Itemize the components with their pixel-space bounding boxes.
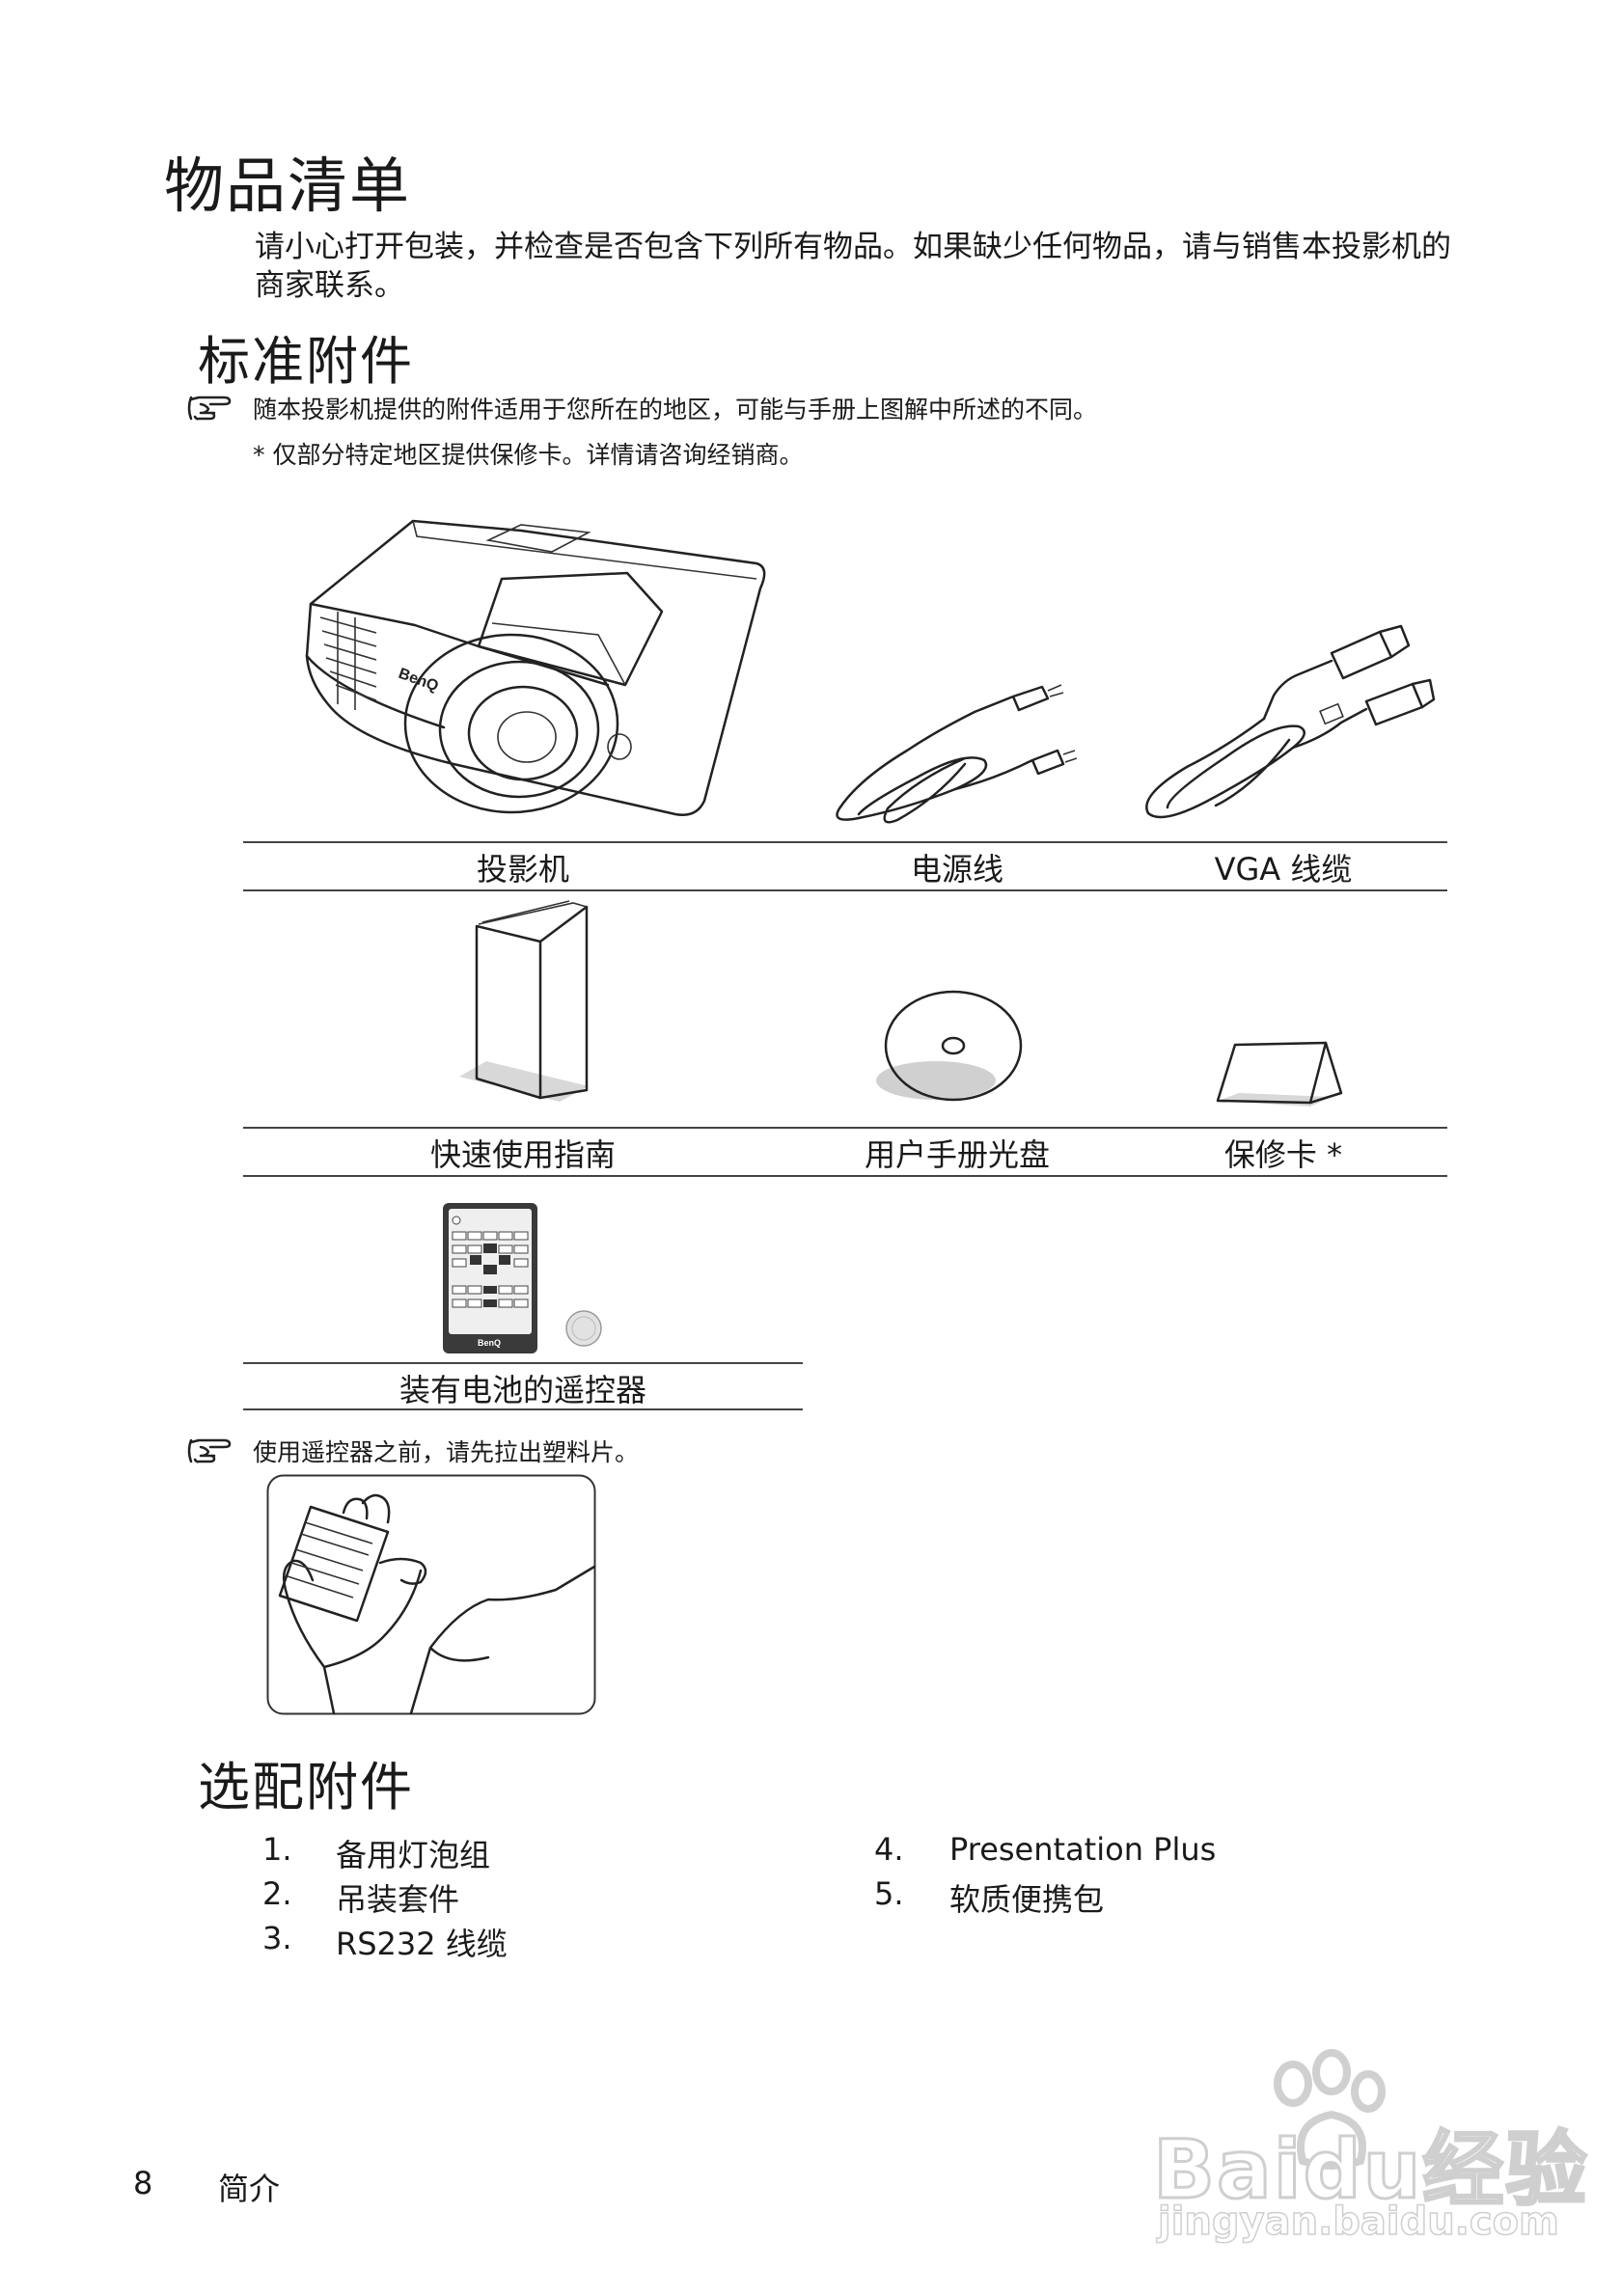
table-rule	[243, 1362, 803, 1364]
pull-tab-image	[266, 1474, 596, 1715]
table-rule	[243, 889, 1447, 891]
table-rule	[243, 1175, 1447, 1177]
list-item-number: 3.	[262, 1920, 292, 1956]
list-item-number: 5.	[874, 1875, 904, 1912]
caption-quick-guide: 快速使用指南	[429, 1136, 616, 1173]
paw-logo-icon	[1274, 2049, 1386, 2170]
power-cord-image	[836, 684, 1078, 824]
remote-control-image: BenQ	[443, 1203, 602, 1353]
caption-vga-cable: VGA 线缆	[1214, 851, 1353, 888]
list-item: Presentation Plus	[949, 1831, 1217, 1868]
page-title: 物品清单	[164, 150, 412, 221]
list-item-number: 2.	[262, 1875, 292, 1912]
caption-projector: 投影机	[476, 851, 569, 888]
pointing-hand-icon	[187, 1438, 232, 1463]
caption-power-cord: 电源线	[910, 851, 1003, 888]
optional-heading: 选配附件	[198, 1757, 414, 1818]
watermark-logo: Baidu经验	[1151, 2121, 1589, 2219]
list-item: 备用灯泡组	[336, 1837, 491, 1873]
remote-brand: BenQ	[478, 1338, 501, 1348]
list-item: 吊装套件	[336, 1881, 460, 1918]
pointing-hand-icon	[187, 396, 232, 421]
section-name: 简介	[218, 2171, 281, 2207]
caption-remote: 装有电池的遥控器	[398, 1372, 646, 1408]
standard-note-1: 随本投影机提供的附件适用于您所在的地区，可能与手册上图解中所述的不同。	[253, 396, 1098, 424]
intro-text: 请小心打开包装，并检查是否包含下列所有物品。如果缺少任何物品，请与销售本投影机的…	[255, 230, 1451, 303]
page-number: 8	[133, 2165, 153, 2201]
caption-warranty-card: 保修卡 *	[1223, 1136, 1343, 1173]
warranty-card-image	[1216, 1041, 1343, 1107]
list-item: RS232 线缆	[336, 1926, 508, 1962]
table-rule	[243, 1127, 1447, 1129]
projector-brand: BenQ	[397, 666, 441, 696]
remote-note: 使用遥控器之前，请先拉出塑料片。	[253, 1438, 640, 1466]
table-rule	[243, 1408, 803, 1410]
projector-image: BenQ	[305, 519, 766, 816]
standard-note-2: * 仅部分特定地区提供保修卡。详情请咨询经销商。	[253, 441, 804, 469]
table-rule	[243, 841, 1447, 843]
watermark-url: jingyan.baidu.com	[1157, 2199, 1559, 2245]
list-item-number: 1.	[262, 1831, 292, 1868]
list-item-number: 4.	[874, 1831, 904, 1868]
list-item: 软质便携包	[949, 1881, 1105, 1918]
quick-guide-image	[459, 900, 589, 1102]
caption-manual-cd: 用户手册光盘	[864, 1136, 1050, 1173]
vga-cable-image	[1145, 624, 1436, 819]
cd-image	[876, 990, 1023, 1102]
standard-heading: 标准附件	[198, 331, 414, 392]
